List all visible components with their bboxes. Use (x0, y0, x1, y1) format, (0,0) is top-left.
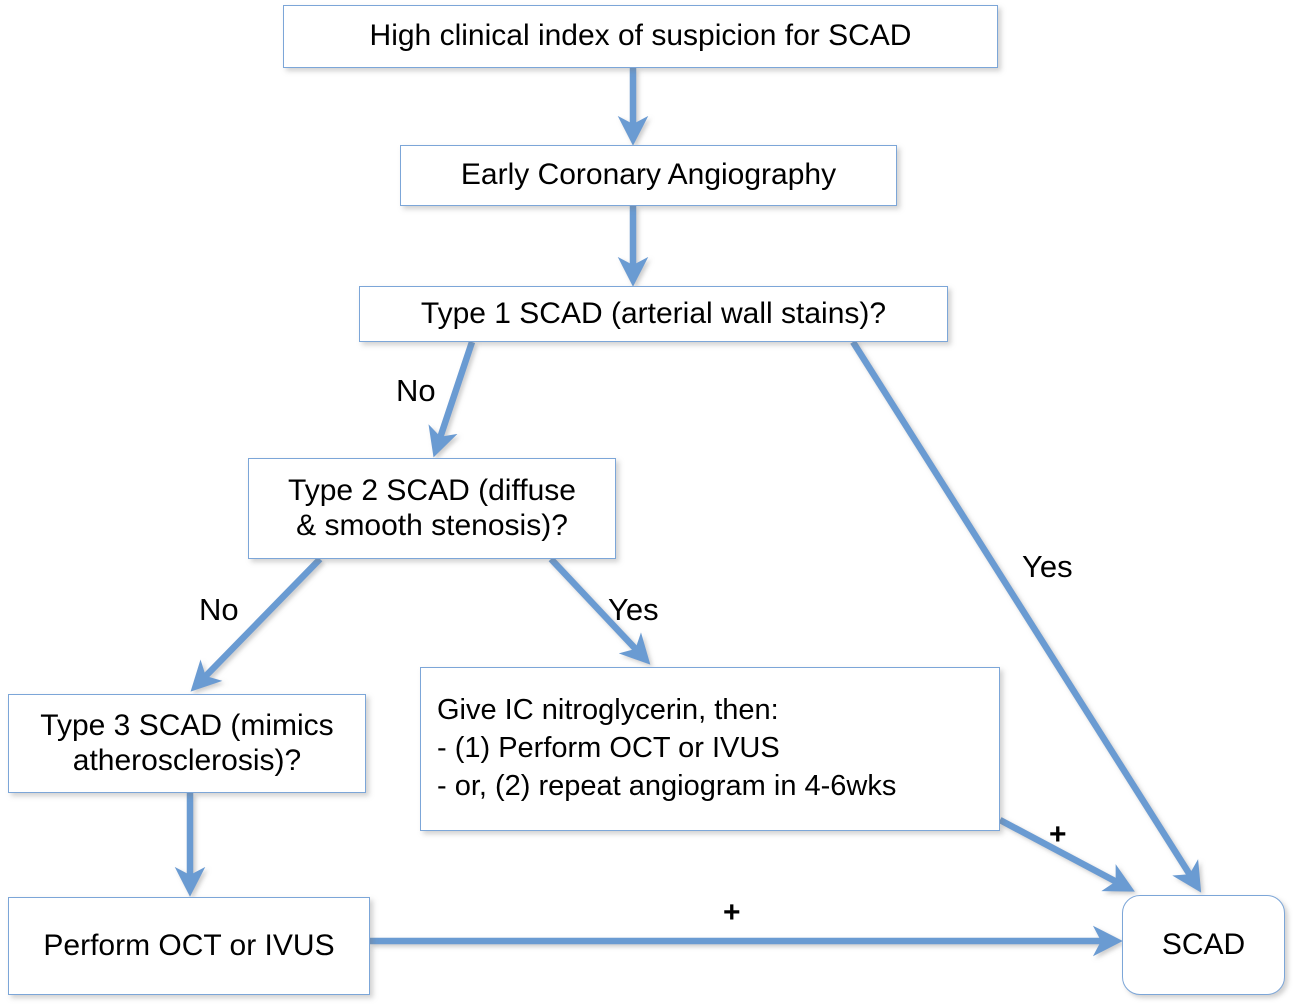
node-type-2-scad[interactable]: Type 2 SCAD (diffuse & smooth stenosis)? (248, 458, 616, 559)
node-oct-ivus-label: Perform OCT or IVUS (43, 928, 335, 962)
node-scad-label: SCAD (1161, 927, 1246, 961)
node-give-ic-nitroglycerin[interactable]: Give IC nitroglycerin, then: - (1) Perfo… (420, 667, 1000, 831)
node-perform-oct-or-ivus[interactable]: Perform OCT or IVUS (8, 897, 370, 995)
node-type-1-scad[interactable]: Type 1 SCAD (arterial wall stains)? (359, 286, 948, 342)
edge-label-type2-no: No (199, 592, 239, 627)
node-suspicion-label: High clinical index of suspicion for SCA… (369, 19, 912, 53)
node-type1-label: Type 1 SCAD (arterial wall stains)? (420, 296, 887, 330)
node-nitroglycerin-label: Give IC nitroglycerin, then: - (1) Perfo… (437, 694, 897, 802)
node-type-3-scad[interactable]: Type 3 SCAD (mimics atherosclerosis)? (8, 694, 366, 793)
connector-type1-to-type2 (428, 340, 476, 458)
node-angiography-label: Early Coronary Angiography (460, 158, 837, 192)
edge-label-type1-yes: Yes (1022, 549, 1073, 584)
node-early-coronary-angiography[interactable]: Early Coronary Angiography (400, 145, 897, 206)
node-type3-label: Type 3 SCAD (mimics atherosclerosis)? (40, 708, 334, 777)
edge-label-type1-no: No (396, 373, 436, 408)
node-scad-outcome[interactable]: SCAD (1122, 895, 1285, 995)
edge-label-nitroglycerin-plus: + (1049, 818, 1067, 851)
node-suspicion[interactable]: High clinical index of suspicion for SCA… (283, 5, 998, 68)
node-type2-label: Type 2 SCAD (diffuse & smooth stenosis)? (288, 473, 576, 542)
edge-label-oct-ivus-plus: + (723, 896, 741, 929)
edge-label-type2-yes: Yes (608, 592, 659, 627)
